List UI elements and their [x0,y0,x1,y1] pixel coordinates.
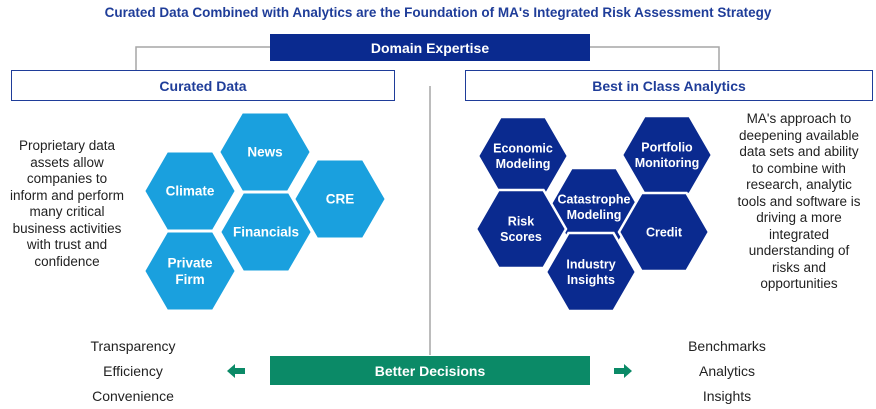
better-decisions-bar: Better Decisions [270,356,590,385]
analytics-hexagon-label: Modeling [567,208,622,222]
analytics-hexagon-label: Portfolio [641,141,693,155]
list-item-benchmarks: Benchmarks [688,338,766,354]
curated-hexagon-news: News [217,110,313,194]
curated-hexagon-climate: Climate [142,149,238,233]
arrow-left-icon [227,364,245,378]
connector-right-top [590,46,720,70]
analytics-hexagon-label: Modeling [496,157,551,171]
curated-hexagon-label: Firm [175,272,204,287]
list-item-transparency: Transparency [90,338,176,354]
analytics-hexagon-label: Credit [646,225,683,239]
analytics-hexagon-label: Industry [566,258,615,272]
curated-hexagon-label: Climate [166,184,215,199]
list-item-efficiency: Efficiency [103,363,163,379]
analytics-hexagon-label: Risk [508,215,534,229]
curated-hexagon-label: Financials [233,225,299,240]
curated-hexagon-label: CRE [326,192,355,207]
analytics-hexagon-label: Insights [567,273,615,287]
page-title: Curated Data Combined with Analytics are… [104,5,772,20]
analytics-hexagon-label: Scores [500,230,542,244]
curated-hexagon-label: Private [167,255,213,270]
analytics-header: Best in Class Analytics [465,70,873,101]
analytics-description: MA's approach to deepening available dat… [737,111,861,291]
curated-data-header: Curated Data [11,70,395,101]
domain-expertise-bar: Domain Expertise [270,34,590,61]
analytics-hexagon-label: Catastrophe [558,193,631,207]
curated-hexagon-label: News [247,145,282,160]
analytics-hexagon-credit: Credit [617,191,711,273]
list-item-insights: Insights [702,388,752,404]
connector-left-top [135,46,270,70]
list-item-analytics: Analytics [698,363,756,379]
arrow-right-icon [614,364,632,378]
list-item-convenience: Convenience [92,388,174,404]
curated-hexagon-financials: Financials [218,190,314,274]
analytics-hexagon-label: Monitoring [635,156,700,170]
analytics-hexagon-label: Economic [493,142,553,156]
curated-data-description: Proprietary data assets allow companies … [9,138,125,269]
